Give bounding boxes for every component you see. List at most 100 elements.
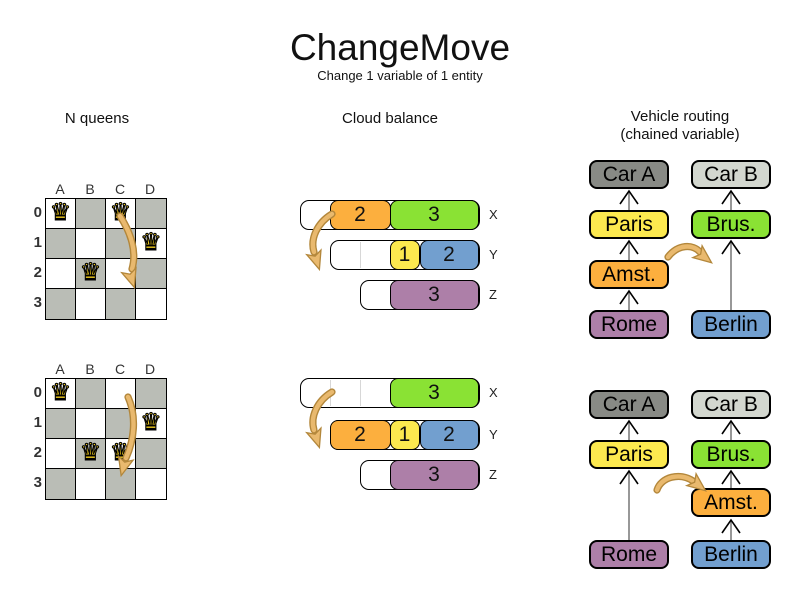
chain-arrow: [721, 469, 741, 488]
board-cell: [136, 259, 166, 289]
board-cell: [46, 259, 76, 289]
board-cell: ♛: [46, 197, 76, 229]
col-header: A: [55, 361, 65, 377]
process-block: 2: [329, 199, 391, 230]
process-block: 1: [389, 419, 420, 450]
section-title-nqueens: N queens: [64, 110, 130, 127]
chain-arrow: [721, 239, 741, 310]
computer-label: X: [489, 385, 498, 400]
board-cell: ♛: [76, 257, 106, 289]
page-title: ChangeMove: [289, 27, 511, 68]
board-cell: [76, 229, 106, 259]
board-cell: [106, 229, 136, 259]
box-berlin: Berlin: [691, 310, 771, 339]
row-header: 2: [33, 264, 42, 281]
queen-icon: ♛: [49, 377, 72, 406]
row-header: 0: [33, 384, 42, 401]
chain-arrow: [619, 189, 639, 210]
nqueens-board-after: ♛ ♛ ♛ ♛: [45, 377, 167, 500]
page-subtitle: Change 1 variable of 1 entity: [317, 68, 483, 83]
queen-icon: ♛: [79, 257, 102, 286]
capacity-divider: [329, 380, 331, 406]
computer-label: Z: [489, 287, 497, 302]
box-rome: Rome: [589, 540, 669, 569]
row-header: 1: [33, 414, 42, 431]
computer-label: Y: [489, 427, 498, 442]
col-header: C: [114, 181, 126, 197]
process-block: 2: [419, 419, 479, 450]
process-block: 1: [389, 239, 420, 270]
board-cell: [46, 409, 76, 439]
nqueens-board-before: ♛ ♛ ♛ ♛: [45, 197, 167, 320]
board-cell: [136, 199, 166, 229]
computer-label: X: [489, 207, 498, 222]
box-berlin: Berlin: [691, 540, 771, 569]
computer-z-bar-before: 3: [360, 279, 480, 310]
process-block: 2: [329, 419, 391, 450]
box-brussels: Brus.: [691, 210, 771, 239]
board-cell: [136, 379, 166, 409]
board-cell: ♛: [76, 437, 106, 469]
computer-label: Y: [489, 247, 498, 262]
board-cell: [76, 409, 106, 439]
col-header: A: [55, 181, 65, 197]
box-brussels: Brus.: [691, 440, 771, 469]
box-car-b: Car B: [691, 390, 771, 419]
board-cell: [136, 469, 166, 499]
process-block: 3: [389, 377, 479, 408]
capacity-divider: [359, 242, 361, 268]
board-cell: [46, 469, 76, 499]
queen-icon: ♛: [109, 437, 132, 466]
row-header: 0: [33, 204, 42, 221]
computer-x-bar-after: 3: [300, 377, 480, 408]
queen-icon: ♛: [79, 437, 102, 466]
box-amsterdam: Amst.: [691, 488, 771, 517]
queen-icon: ♛: [109, 197, 132, 226]
computer-x-bar-before: 2 3: [300, 199, 480, 230]
section-title-cloud: Cloud balance: [342, 110, 438, 127]
chain-arrow: [619, 469, 639, 540]
board-cell: [76, 469, 106, 499]
vehicle-move-arrow-before: [664, 243, 713, 264]
row-header: 3: [33, 294, 42, 311]
col-header: B: [85, 181, 95, 197]
board-cell: [46, 439, 76, 469]
chain-arrow: [619, 289, 639, 310]
section-title-vehicle: Vehicle routing (chained variable): [580, 108, 780, 144]
process-block: 2: [419, 239, 479, 270]
board-cell: [46, 289, 76, 319]
chain-arrow: [721, 189, 741, 210]
board-cell: ♛: [46, 377, 76, 409]
board-cell: [76, 379, 106, 409]
computer-label: Z: [489, 467, 497, 482]
board-cell: [106, 379, 136, 409]
board-cell: [106, 289, 136, 319]
vehicle-title-line1: Vehicle routing: [630, 108, 730, 125]
board-cell: [136, 439, 166, 469]
board-cell: [76, 289, 106, 319]
process-block: 3: [389, 199, 479, 230]
box-paris: Paris: [589, 440, 669, 469]
board-cell: [106, 469, 136, 499]
board-cell: ♛: [136, 407, 166, 439]
col-header: C: [114, 361, 126, 377]
col-header: B: [85, 361, 95, 377]
board-cell: [136, 289, 166, 319]
box-paris: Paris: [589, 210, 669, 239]
col-header: D: [144, 361, 156, 377]
computer-y-bar-before: 1 2: [330, 239, 480, 270]
box-amsterdam: Amst.: [589, 260, 669, 289]
board-cell: [76, 199, 106, 229]
board-cell: ♛: [106, 197, 136, 229]
process-block: 3: [389, 279, 479, 310]
chain-arrow: [619, 239, 639, 260]
box-car-b: Car B: [691, 160, 771, 189]
row-header: 1: [33, 234, 42, 251]
row-header: 2: [33, 444, 42, 461]
capacity-divider: [359, 380, 361, 406]
board-cell: ♛: [106, 437, 136, 469]
col-header: D: [144, 181, 156, 197]
computer-y-bar-after: 2 1 2: [329, 419, 480, 450]
computer-z-bar-after: 3: [360, 459, 480, 490]
